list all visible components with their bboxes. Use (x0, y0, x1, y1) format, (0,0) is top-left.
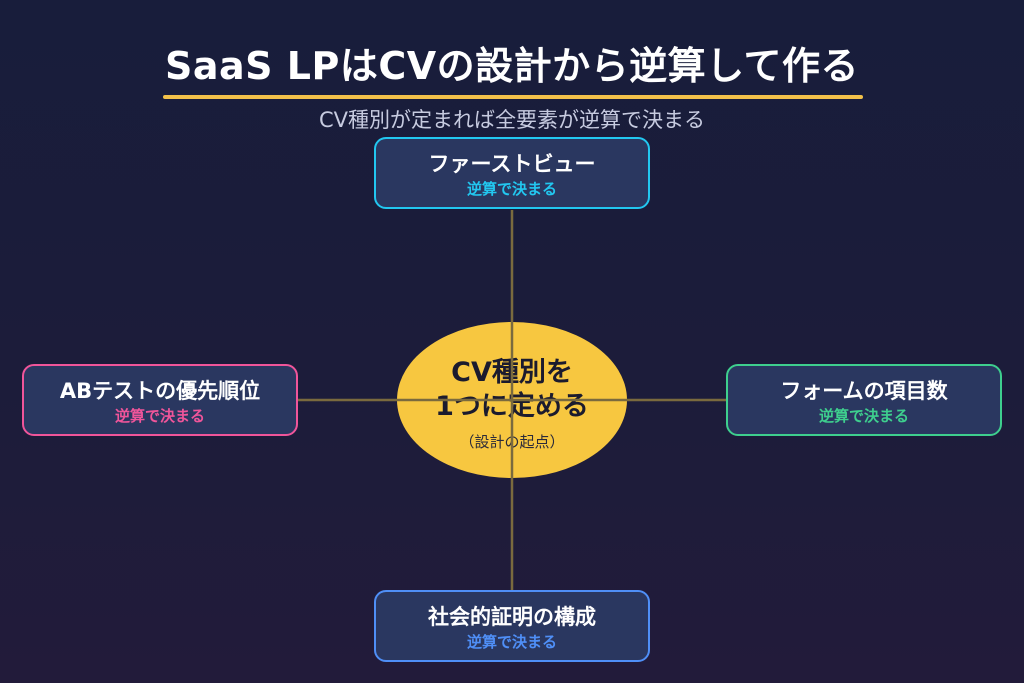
page-subtitle: CV種別が定まれば全要素が逆算で決まる (318, 108, 706, 132)
center-note: （設計の起点） (459, 433, 565, 451)
node-label: 社会的証明の構成 (428, 605, 596, 629)
node-sublabel: 逆算で決まる (466, 633, 557, 651)
node-sublabel: 逆算で決まる (466, 180, 557, 198)
cv-type-center-node: CV種別を 1つに定める （設計の起点） (397, 322, 627, 478)
node-sublabel: 逆算で決まる (818, 407, 909, 425)
node-sublabel: 逆算で決まる (114, 407, 205, 425)
center-line-1: CV種別を (451, 357, 573, 388)
center-line-2: 1つに定める (435, 391, 589, 422)
page-title: SaaS LPはCVの設計から逆算して作る (165, 44, 859, 88)
title-underline (163, 95, 863, 99)
form-fields-node: フォームの項目数 逆算で決まる (726, 364, 1002, 436)
ab-test-priority-node: ABテストの優先順位 逆算で決まる (22, 364, 298, 436)
node-label: ABテストの優先順位 (59, 379, 261, 403)
first-view-node: ファーストビュー 逆算で決まる (374, 137, 650, 209)
center-main-text: CV種別を 1つに定める (397, 356, 627, 424)
node-label: ファーストビュー (428, 152, 596, 176)
node-label: フォームの項目数 (780, 379, 948, 403)
social-proof-node: 社会的証明の構成 逆算で決まる (374, 590, 650, 662)
